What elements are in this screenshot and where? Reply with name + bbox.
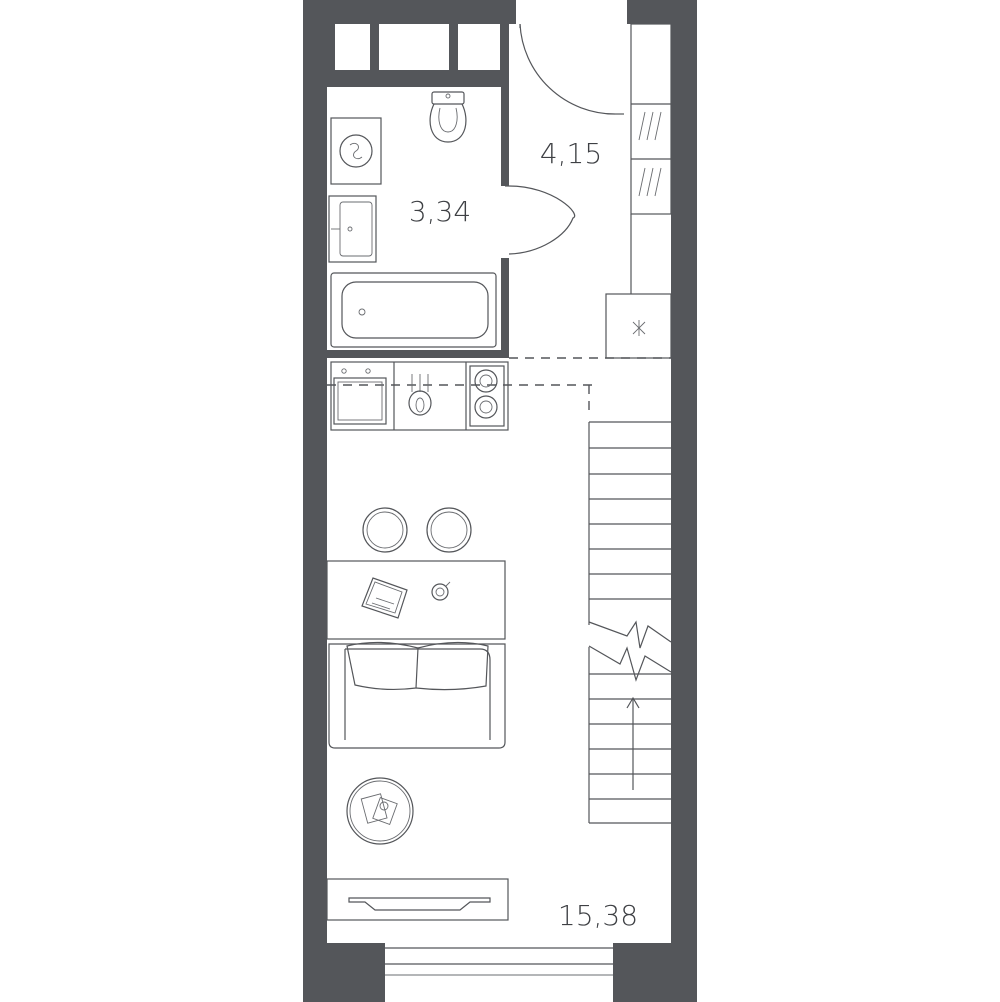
- chair-right: [426, 507, 472, 553]
- bathroom-door[interactable]: [505, 185, 576, 255]
- entrance-door[interactable]: [519, 23, 624, 115]
- toilet: [429, 91, 467, 143]
- balcony-window: [385, 947, 613, 976]
- bathroom-area-label: 3,34: [409, 195, 471, 228]
- desk: [326, 560, 506, 640]
- staircase: [588, 421, 672, 824]
- living-room-area-label: 15,38: [558, 899, 638, 932]
- coffee-cup-icon: [431, 581, 451, 601]
- kitchen-sink: [333, 368, 387, 425]
- mezzanine-outline: [327, 357, 671, 410]
- stair-up-arrow-icon: [626, 696, 640, 790]
- laptop-icon: [361, 577, 408, 619]
- sofa: [328, 641, 506, 749]
- wash-basin: [328, 195, 377, 263]
- kitchen-unit: [330, 361, 509, 431]
- interior-walls: [327, 79, 509, 358]
- wardrobe: [630, 23, 672, 294]
- kitchen-faucet: [408, 374, 432, 416]
- hallway-area-label: 4,15: [540, 137, 602, 170]
- coffee-table: [346, 777, 414, 845]
- tv-stand: [326, 878, 509, 921]
- exterior-walls: [303, 0, 697, 1002]
- bathtub: [330, 272, 497, 348]
- ventilation-shaft: [605, 293, 672, 359]
- chair-left: [362, 507, 408, 553]
- cooktop: [469, 365, 505, 427]
- top-window-frame: [327, 24, 509, 79]
- washing-machine: [330, 117, 382, 185]
